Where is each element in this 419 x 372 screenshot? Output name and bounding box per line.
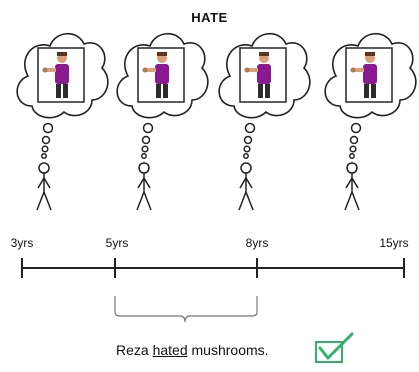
caption-verb: hated <box>153 342 188 358</box>
tick-label-3yrs: 3yrs <box>0 236 47 250</box>
tick-label-15yrs: 15yrs <box>369 236 419 250</box>
caption-sentence: Reza hated mushrooms. <box>116 342 269 358</box>
scene-2 <box>117 34 208 210</box>
scene-3 <box>219 34 310 210</box>
range-brace <box>115 296 257 322</box>
caption-subject: Reza <box>116 342 149 358</box>
caption-object: mushrooms. <box>192 342 269 358</box>
scene-1 <box>17 34 108 210</box>
checkbox-check-icon <box>316 334 352 362</box>
scene-4 <box>325 34 416 210</box>
tick-label-8yrs: 8yrs <box>232 236 282 250</box>
timeline <box>22 258 404 278</box>
tick-label-5yrs: 5yrs <box>92 236 142 250</box>
